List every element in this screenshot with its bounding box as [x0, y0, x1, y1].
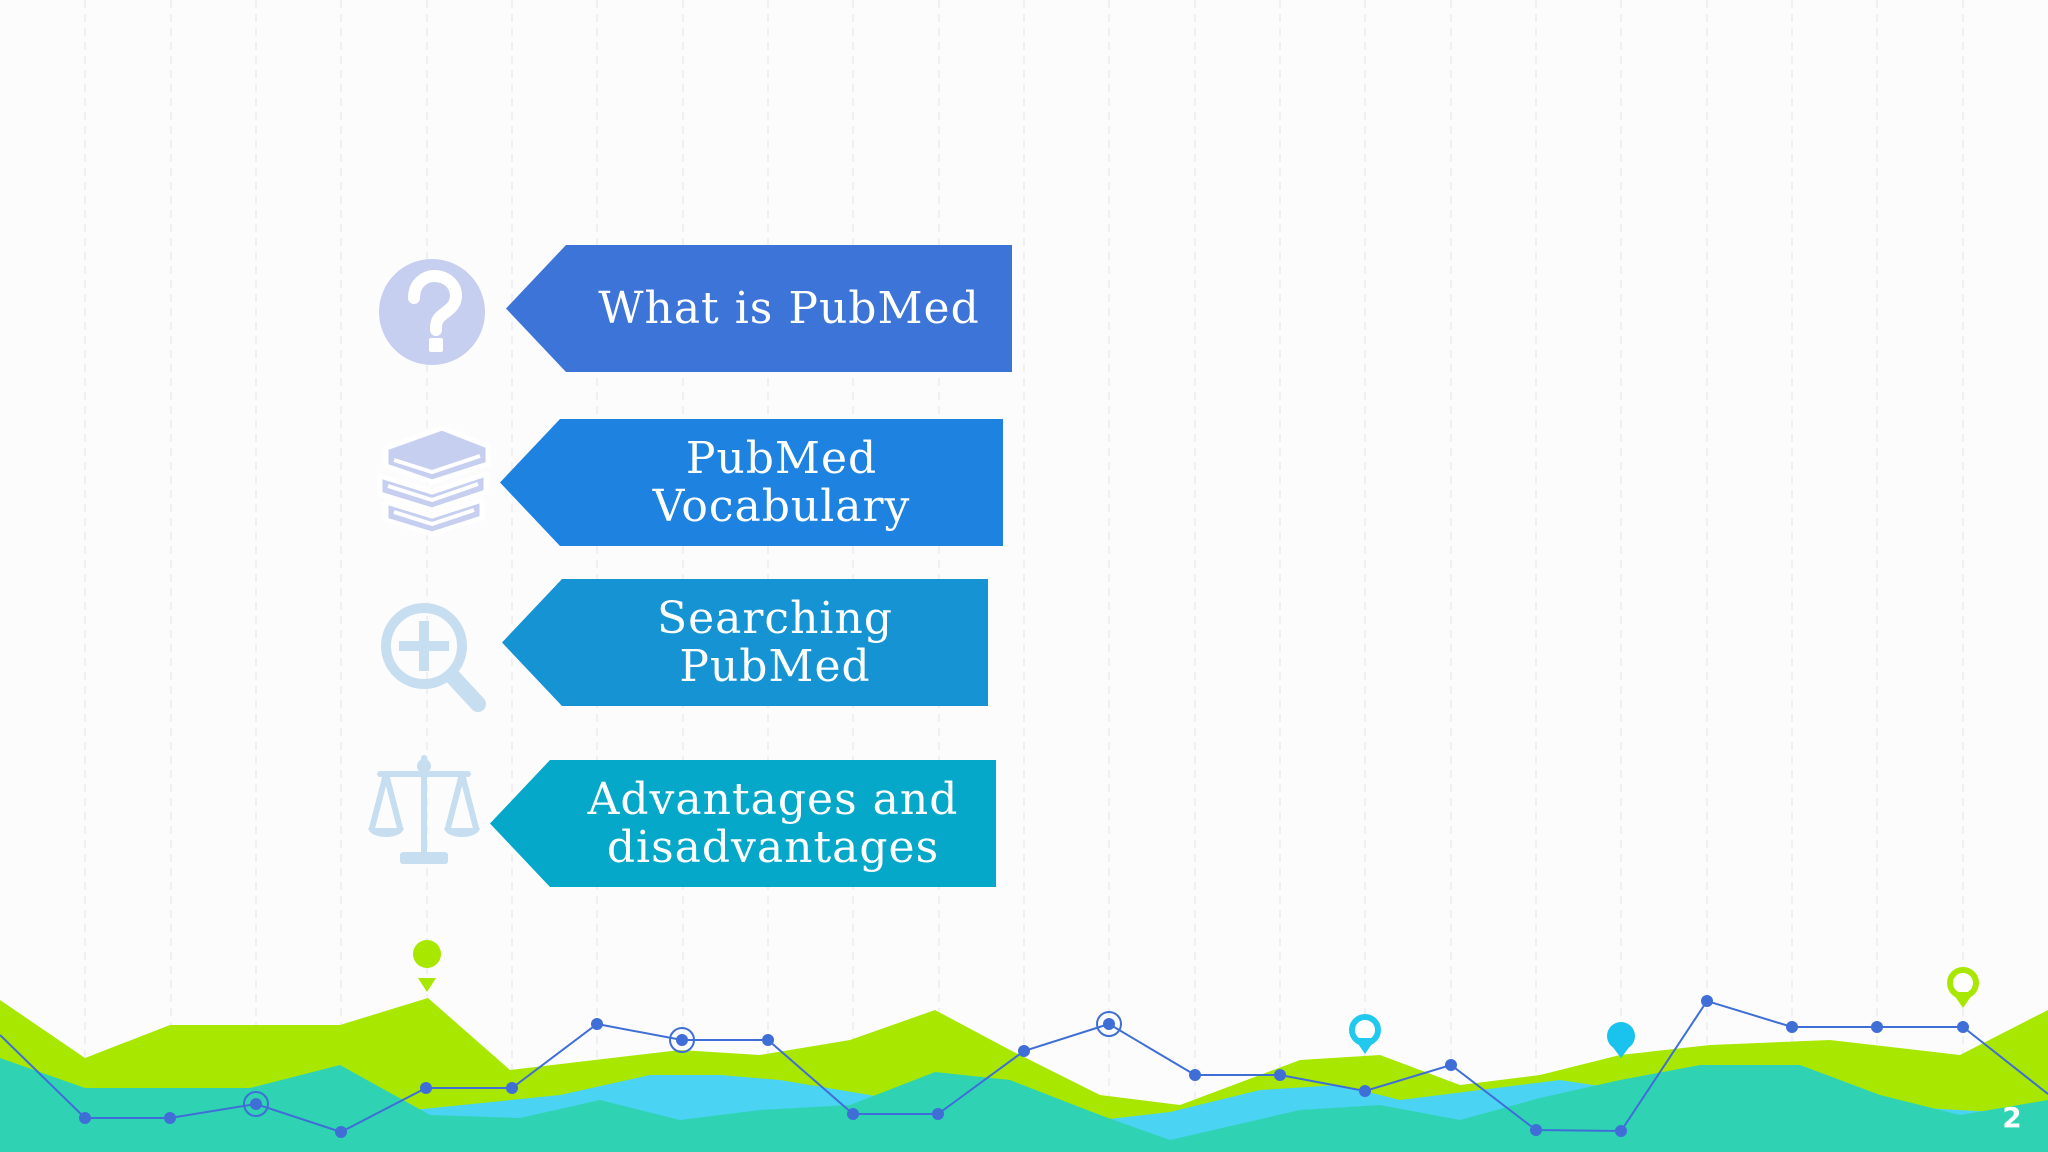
agenda-item-label: Advantages and disadvantages	[587, 773, 959, 873]
agenda-arrow-searching-pubmed[interactable]: Searching PubMed	[502, 579, 988, 706]
lime-outline-pin-icon	[1947, 967, 1979, 1008]
question-mark-icon	[379, 259, 485, 365]
agenda-arrow-advantages[interactable]: Advantages and disadvantages	[490, 760, 996, 887]
lime-pin-icon	[413, 940, 442, 992]
cyan-outline-pin-icon	[1349, 1014, 1381, 1054]
agenda-arrow-what-is-pubmed[interactable]: What is PubMed	[506, 245, 1012, 372]
books-icon	[377, 425, 491, 536]
footer-trend-points	[79, 995, 1969, 1138]
agenda-item-label: Searching PubMed	[656, 592, 893, 692]
cyan-pin-icon	[1607, 1022, 1635, 1058]
scales-icon	[368, 755, 480, 864]
agenda-item-label: PubMed Vocabulary	[652, 432, 911, 532]
agenda-item-label: What is PubMed	[598, 282, 980, 334]
page-number: 2	[2002, 1101, 2022, 1134]
footer-ring-markers	[243, 1011, 1122, 1117]
magnifier-plus-icon	[381, 603, 486, 712]
agenda-arrow-pubmed-vocabulary[interactable]: PubMed Vocabulary	[500, 419, 1003, 546]
